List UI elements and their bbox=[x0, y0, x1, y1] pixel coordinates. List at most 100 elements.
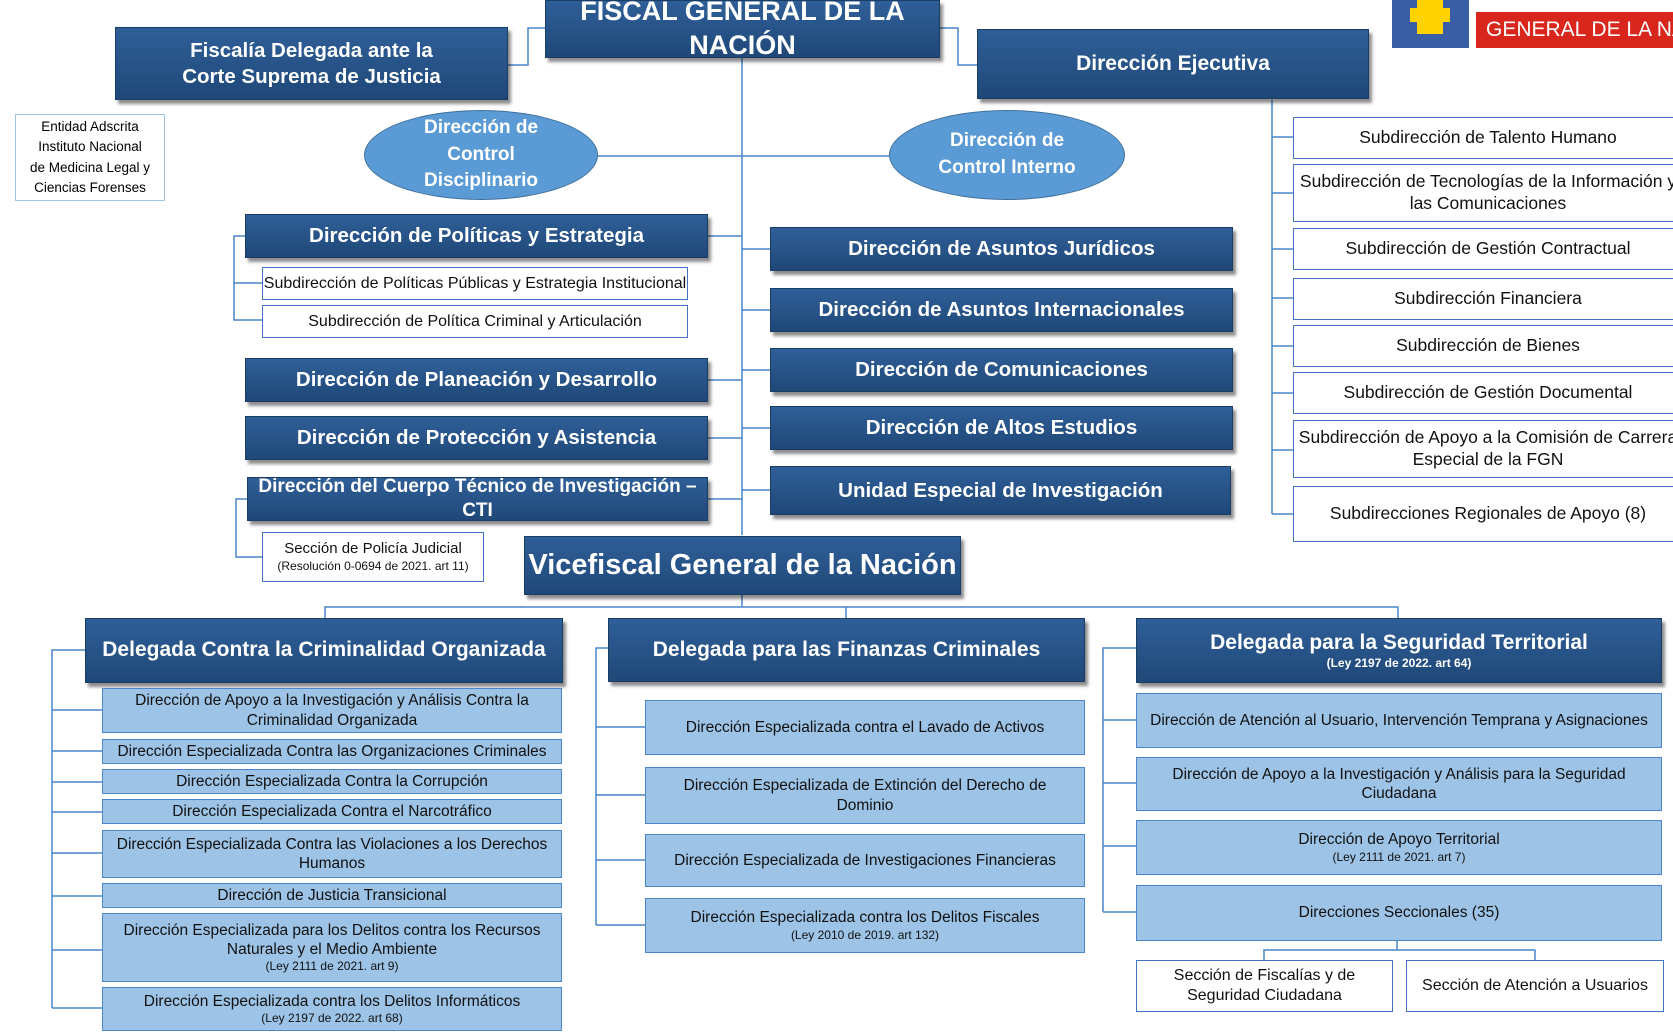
seccion-policia-judicial-ref: (Resolución 0-0694 de 2021. art 11) bbox=[277, 558, 469, 573]
finanzas-item-2-line2: Dominio bbox=[836, 796, 894, 814]
logo-text: GENERAL DE LA NA bbox=[1476, 12, 1673, 48]
delegada-criminalidad-label: Delegada Contra la Criminalidad Organiza… bbox=[102, 638, 546, 662]
seccion-fiscalias-line1: Sección de Fiscalías y de bbox=[1173, 967, 1356, 984]
control-disciplinario-line2: Control bbox=[447, 143, 515, 165]
direccion-proteccion-box: Dirección de Protección y Asistencia bbox=[245, 416, 708, 460]
criminalidad-item-1: Dirección de Apoyo a la Investigación y … bbox=[102, 688, 562, 733]
control-interno-line1: Dirección de bbox=[949, 130, 1065, 152]
finanzas-item-4-ref: (Ley 2010 de 2019. art 132) bbox=[790, 927, 940, 942]
direccion-altos-estudios-label: Dirección de Altos Estudios bbox=[865, 416, 1138, 440]
control-disciplinario-line3: Disciplinario bbox=[423, 170, 539, 192]
subdireccion-tecnologias-line1: Subdirección de Tecnologías de la Inform… bbox=[1299, 171, 1673, 192]
fiscal-general-label: FISCAL GENERAL DE LA NACIÓN bbox=[580, 0, 905, 60]
territorial-item-2-line2: Ciudadana bbox=[1361, 785, 1437, 802]
territorial-item-3-line1: Dirección de Apoyo Territorial bbox=[1298, 831, 1500, 849]
direccion-politicas-box: Dirección de Políticas y Estrategia bbox=[245, 214, 708, 258]
subdireccion-politica-criminal-box: Subdirección de Política Criminal y Arti… bbox=[262, 305, 688, 338]
control-disciplinario-oval: Dirección de Control Disciplinario bbox=[364, 110, 598, 200]
criminalidad-item-5-line2: Humanos bbox=[298, 855, 366, 872]
logo-cross-bar bbox=[1410, 8, 1450, 22]
criminalidad-item-7-line2: Naturales y el Medio Ambiente bbox=[226, 941, 438, 958]
direccion-asuntos-juridicos-box: Dirección de Asuntos Jurídicos bbox=[770, 227, 1233, 271]
unidad-especial-label: Unidad Especial de Investigación bbox=[838, 478, 1163, 502]
subdireccion-apoyo-comision-box: Subdirección de Apoyo a la Comisión de C… bbox=[1293, 420, 1673, 478]
direccion-proteccion-label: Dirección de Protección y Asistencia bbox=[296, 426, 657, 450]
territorial-item-3-ref: (Ley 2111 de 2021. art 7) bbox=[1332, 849, 1466, 864]
control-interno-line2: Control Interno bbox=[938, 157, 1076, 178]
criminalidad-item-2-line1: Dirección Especializada Contra las Organ… bbox=[117, 742, 547, 760]
criminalidad-item-6-line1: Dirección de Justicia Transicional bbox=[217, 886, 447, 904]
fiscalia-delegada-box: Fiscalía Delegada ante la Corte Suprema … bbox=[115, 27, 508, 100]
criminalidad-item-1-line2: Criminalidad Organizada bbox=[246, 711, 418, 729]
direccion-altos-estudios-box: Dirección de Altos Estudios bbox=[770, 406, 1233, 450]
direccion-planeacion-box: Dirección de Planeación y Desarrollo bbox=[245, 358, 708, 402]
seccion-fiscalias-box: Sección de Fiscalías y de Seguridad Ciud… bbox=[1136, 960, 1393, 1012]
criminalidad-item-3-line1: Dirección Especializada Contra la Corrup… bbox=[176, 772, 488, 790]
criminalidad-item-7-line1: Dirección Especializada para los Delitos… bbox=[123, 921, 541, 939]
subdireccion-apoyo-comision-line1: Subdirección de Apoyo a la Comisión de C… bbox=[1298, 427, 1673, 448]
criminalidad-item-7-ref: (Ley 2111 de 2021. art 9) bbox=[265, 959, 399, 974]
subdireccion-apoyo-comision-line2: Especial de la FGN bbox=[1412, 449, 1564, 469]
criminalidad-item-7: Dirección Especializada para los Delitos… bbox=[102, 913, 562, 982]
direccion-cti-box: Dirección del Cuerpo Técnico de Investig… bbox=[247, 476, 708, 521]
entidad-adscrita-line1: Entidad Adscrita bbox=[41, 119, 139, 134]
control-disciplinario-line1: Dirección de bbox=[423, 117, 539, 139]
criminalidad-item-3: Dirección Especializada Contra la Corrup… bbox=[102, 769, 562, 794]
criminalidad-item-5-line1: Dirección Especializada Contra las Viola… bbox=[116, 835, 548, 853]
seccion-policia-judicial-label: Sección de Policía Judicial bbox=[284, 540, 462, 558]
subdireccion-gestion-documental-box: Subdirección de Gestión Documental bbox=[1293, 372, 1673, 414]
delegada-criminalidad-box: Delegada Contra la Criminalidad Organiza… bbox=[85, 618, 563, 683]
direccion-planeacion-label: Dirección de Planeación y Desarrollo bbox=[295, 368, 658, 392]
entidad-adscrita-line2: Instituto Nacional bbox=[38, 139, 142, 155]
subdireccion-gestion-contractual-box: Subdirección de Gestión Contractual bbox=[1293, 228, 1673, 270]
delegada-territorial-label: Delegada para la Seguridad Territorial bbox=[1210, 630, 1588, 654]
seccion-policia-judicial-box: Sección de Policía Judicial (Resolución … bbox=[262, 532, 484, 582]
delegada-territorial-ref: (Ley 2197 de 2022. art 64) bbox=[1326, 656, 1472, 671]
criminalidad-item-8-ref: (Ley 2197 de 2022. art 68) bbox=[261, 1011, 403, 1026]
direccion-asuntos-internacionales-box: Dirección de Asuntos Internacionales bbox=[770, 288, 1233, 332]
seccion-atencion-usuarios-box: Sección de Atención a Usuarios bbox=[1406, 960, 1664, 1012]
seccion-fiscalias-line2: Seguridad Ciudadana bbox=[1187, 987, 1342, 1004]
criminalidad-item-2: Dirección Especializada Contra las Organ… bbox=[102, 739, 562, 764]
finanzas-item-4: Dirección Especializada contra los Delit… bbox=[645, 898, 1085, 953]
delegada-finanzas-label: Delegada para las Finanzas Criminales bbox=[652, 637, 1041, 661]
subdireccion-bienes-box: Subdirección de Bienes bbox=[1293, 325, 1673, 367]
criminalidad-item-6: Dirección de Justicia Transicional bbox=[102, 883, 562, 908]
fiscalia-delegada-line1: Fiscalía Delegada ante la bbox=[190, 38, 433, 62]
territorial-item-2: Dirección de Apoyo a la Investigación y … bbox=[1136, 757, 1662, 811]
territorial-item-3: Dirección de Apoyo Territorial (Ley 2111… bbox=[1136, 820, 1662, 875]
territorial-item-1: Dirección de Atención al Usuario, Interv… bbox=[1136, 693, 1662, 748]
subdireccion-politicas-publicas-label: Subdirección de Políticas Públicas y Est… bbox=[263, 274, 687, 292]
subdireccion-financiera-box: Subdirección Financiera bbox=[1293, 278, 1673, 320]
direccion-politicas-label: Dirección de Políticas y Estrategia bbox=[309, 224, 644, 248]
delegada-finanzas-box: Delegada para las Finanzas Criminales bbox=[608, 618, 1085, 682]
subdireccion-tecnologias-line2: las Comunicaciones bbox=[1409, 193, 1567, 213]
finanzas-item-3-line1: Dirección Especializada de Investigacion… bbox=[674, 851, 1056, 869]
subdirecciones-regionales-box: Subdirecciones Regionales de Apoyo (8) bbox=[1293, 486, 1673, 542]
criminalidad-item-5: Dirección Especializada Contra las Viola… bbox=[102, 830, 562, 878]
subdireccion-politicas-publicas-box: Subdirección de Políticas Públicas y Est… bbox=[262, 267, 688, 300]
delegada-territorial-box: Delegada para la Seguridad Territorial (… bbox=[1136, 618, 1662, 683]
territorial-item-4-line1: Direcciones Seccionales (35) bbox=[1298, 904, 1500, 922]
territorial-item-4: Direcciones Seccionales (35) bbox=[1136, 885, 1662, 941]
subdireccion-politica-criminal-label: Subdirección de Política Criminal y Arti… bbox=[308, 312, 642, 330]
subdireccion-talento-humano-box: Subdirección de Talento Humano bbox=[1293, 117, 1673, 159]
criminalidad-item-8-line1: Dirección Especializada contra los Delit… bbox=[143, 992, 521, 1010]
entidad-adscrita-line3: de Medicina Legal y bbox=[29, 159, 151, 175]
vicefiscal-box: Vicefiscal General de la Nación bbox=[524, 536, 961, 595]
subdirecciones-regionales-label: Subdirecciones Regionales de Apoyo (8) bbox=[1329, 503, 1647, 524]
entidad-adscrita-box: Entidad Adscrita Instituto Nacional de M… bbox=[15, 114, 165, 201]
direccion-comunicaciones-label: Dirección de Comunicaciones bbox=[855, 358, 1148, 382]
direccion-cti-label: Dirección del Cuerpo Técnico de Investig… bbox=[258, 476, 697, 521]
criminalidad-item-4-line1: Dirección Especializada Contra el Narcot… bbox=[172, 802, 492, 820]
finanzas-item-2-line1: Dirección Especializada de Extinción del… bbox=[683, 777, 1047, 795]
seccion-atencion-usuarios-label: Sección de Atención a Usuarios bbox=[1422, 977, 1648, 994]
criminalidad-item-4: Dirección Especializada Contra el Narcot… bbox=[102, 799, 562, 824]
control-interno-oval: Dirección de Control Interno bbox=[889, 110, 1125, 200]
fiscalia-delegada-line2: Corte Suprema de Justicia bbox=[182, 64, 441, 88]
finanzas-item-2: Dirección Especializada de Extinción del… bbox=[645, 767, 1085, 824]
finanzas-item-1: Dirección Especializada contra el Lavado… bbox=[645, 700, 1085, 755]
territorial-item-2-line1: Dirección de Apoyo a la Investigación y … bbox=[1172, 765, 1626, 783]
subdireccion-talento-humano-label: Subdirección de Talento Humano bbox=[1359, 127, 1617, 148]
